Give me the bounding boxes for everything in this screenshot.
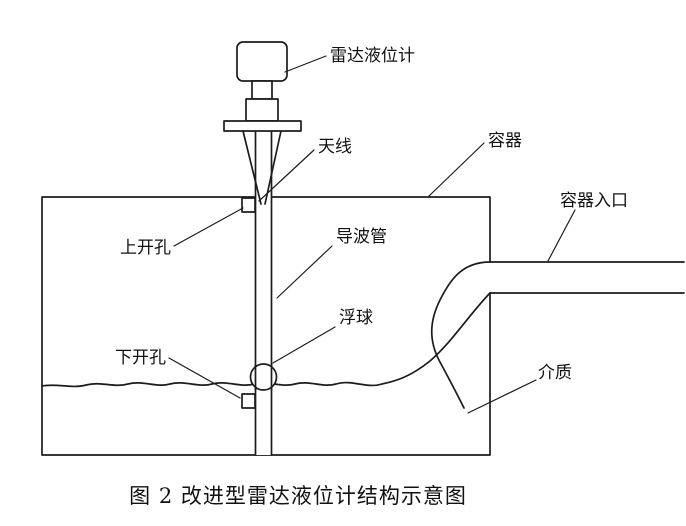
lower-hole-square — [241, 393, 256, 409]
antenna-cone — [242, 130, 282, 205]
label-upper-hole: 上开孔 — [120, 238, 171, 258]
leader-lower-hole — [168, 357, 241, 399]
gauge-neck — [251, 80, 273, 100]
leader-waveguide — [276, 245, 333, 299]
label-vessel: 容器 — [488, 131, 522, 151]
gauge-flange — [223, 120, 302, 132]
gauge-head — [236, 41, 288, 82]
label-radar-gauge: 雷达液位计 — [330, 46, 415, 66]
leader-radar-gauge — [284, 55, 327, 73]
leader-vessel — [428, 142, 485, 197]
diagram-linework — [41, 41, 685, 456]
waveguide-tube-body — [255, 131, 272, 455]
float-ball-shape — [249, 363, 278, 391]
leader-lines — [168, 55, 576, 414]
inlet-pipe-top-line — [430, 261, 685, 409]
tube-through-ball — [254, 364, 273, 391]
label-antenna: 天线 — [318, 137, 352, 157]
label-vessel-inlet: 容器入口 — [560, 191, 628, 211]
leader-antenna — [258, 149, 315, 202]
label-float-ball: 浮球 — [339, 308, 373, 328]
label-waveguide: 导波管 — [336, 227, 387, 247]
label-medium: 介质 — [538, 363, 572, 383]
diagram-labels: 雷达液位计 天线 容器 容器入口 导波管 浮球 上开孔 下开孔 介质 — [115, 46, 628, 383]
figure-caption: 图 2 改进型雷达液位计结构示意图 — [129, 484, 467, 508]
leader-upper-hole — [173, 207, 244, 247]
upper-hole-square — [241, 197, 256, 213]
gauge-body-block — [245, 98, 279, 122]
leader-medium — [467, 379, 537, 414]
leader-float-ball — [272, 326, 336, 364]
leader-vessel-inlet — [547, 209, 576, 262]
label-lower-hole: 下开孔 — [115, 348, 166, 368]
